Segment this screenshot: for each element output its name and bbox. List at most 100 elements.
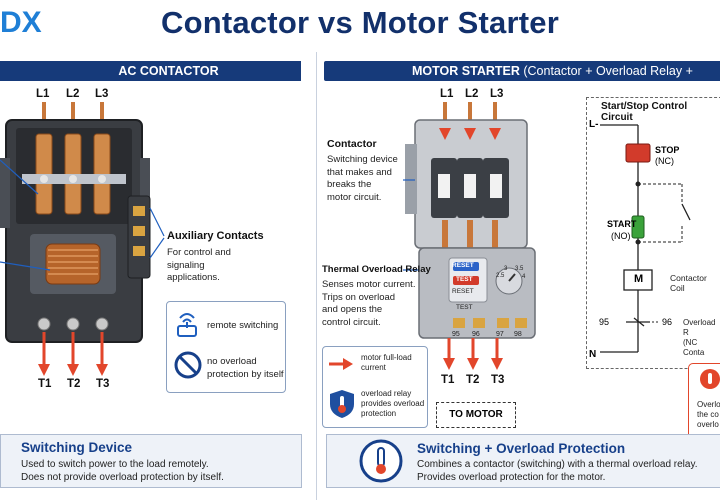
left-L2-label: L2 [66,88,80,100]
legend-line: motor full-load [361,353,412,362]
legend-line: current [361,363,386,372]
left-footer-text: Used to switch power to the load remotel… [21,458,224,484]
right-section-subtitle: (Contactor + Overload Relay + Control) [412,64,693,98]
legend-line: protection [361,409,397,418]
stop-label: STOP [655,145,680,155]
left-L1-label: L1 [36,88,50,100]
thermometer-shield-icon [330,390,354,418]
side-note-line: Overlo [697,400,720,409]
legend-box: motor full-load current overload relay p… [322,346,428,428]
legend-line: overload relay [361,389,412,398]
left-footer-title: Switching Device [21,440,133,455]
left-footer: Switching Device Used to switch power to… [0,434,302,488]
ac-contactor-illustration [0,102,165,376]
legend-protection-text: overload relay provides overload protect… [361,389,424,419]
left-T2-label: T2 [67,378,81,390]
left-section-title: AC CONTACTOR [118,64,219,78]
right-footer-line: Combines a contactor (switching) with a … [417,459,698,470]
relay-terminal-97: 97 [496,331,504,338]
right-T2-label: T2 [466,374,480,386]
legend-current-text: motor full-load current [361,353,412,373]
relay-desc-line: Trips on overload [322,291,396,303]
left-T1-label: T1 [38,378,52,390]
relay-test-button[interactable]: TEST [456,276,473,283]
motor-starter-illustration [403,102,536,370]
relay-dial-value: 2.5 [496,273,505,279]
side-note-text: Overlo the co overlo [697,400,720,430]
coil-label: Contactor Coil [670,273,707,293]
overload-relay-desc: Senses motor current. Trips on overload … [322,279,415,329]
neutral-N-label: N [589,349,597,360]
relay-dial-value: 3.5 [515,266,524,272]
relay-terminal-96: 96 [472,331,480,338]
contactor-info-box: remote switching no overload protection … [166,301,286,393]
right-section-title: MOTOR STARTER [412,64,520,78]
contactor-desc-line: breaks the [327,179,372,190]
relay-desc-line: Senses motor current. [322,279,416,290]
side-note-line: overlo [697,420,719,429]
coil-label-line: Contactor [670,273,707,283]
no-symbol-icon [174,351,202,379]
side-note-line: the co [697,410,719,419]
relay-terminal-95: 95 [452,331,460,338]
overload-relay-title: Thermal Overload Relay [322,264,431,275]
contactor-desc-line: motor circuit. [327,191,382,203]
left-section-bar: AC CONTACTOR [0,61,301,81]
aux-desc-line: applications. [167,272,220,283]
relay-terminal-98: 98 [514,331,522,338]
to-motor-box: TO MOTOR [436,402,516,428]
relay-dial-value: 3 [504,266,508,272]
overload-side-note: Overlo the co overlo [688,363,720,439]
remote-switching-text: remote switching [207,320,279,331]
contactor-desc-line: Switching device [327,154,398,165]
right-L3-label: L3 [490,88,504,100]
page-title: Contactor vs Motor Starter [161,5,559,40]
left-L3-label: L3 [95,88,109,100]
ol-desc-line: (NC Conta [683,338,705,357]
left-footer-line: Used to switch power to the load remotel… [21,459,209,470]
right-section-bar: MOTOR STARTER (Contactor + Overload Rela… [324,61,720,98]
contactor-title: Contactor [327,138,377,150]
aux-desc-line: For control and [167,247,231,258]
contactor-desc-line: that makes and [327,166,392,178]
coil-label-line: Coil [670,283,685,293]
relay-desc-line: control circuit. [322,316,381,328]
finger-press-icon [700,369,720,389]
ol-terminal-95: 95 [599,317,610,327]
ol-contact-desc: Overload R (NC Conta [683,318,720,358]
relay-test-caption: TEST [456,304,473,311]
no-overload-line: no overload [207,356,257,367]
right-footer-text: Combines a contactor (switching) with a … [417,458,698,484]
relay-reset-caption: RESET [452,288,474,295]
legend-line: provides overload [361,399,425,408]
control-circuit-title: Start/Stop Control Circuit [601,101,688,123]
no-overload-text: no overload protection by itself [207,356,284,381]
start-sub-label: (NO) [611,231,631,241]
right-T3-label: T3 [491,374,505,386]
remote-switch-icon [177,313,197,337]
line-L-label: L- [589,119,599,130]
coil-symbol: M [634,273,644,285]
right-footer: Switching + Overload Protection Combines… [326,434,720,488]
ol-desc-line: Overload R [683,318,716,337]
right-footer-line: Provides overload protection for the mot… [417,472,606,483]
aux-contacts-desc: For control and signaling applications. [167,247,231,285]
start-label: START [607,219,637,229]
stop-sub-label: (NC) [655,156,674,166]
right-L2-label: L2 [465,88,479,100]
left-footer-line: Does not provide overload protection by … [21,472,224,483]
relay-dial-value: 4 [522,274,526,280]
section-divider [316,52,317,500]
right-footer-title: Switching + Overload Protection [417,441,626,456]
relay-reset-button[interactable]: RESET [452,262,474,269]
thermometer-badge-icon [359,439,403,483]
ol-terminal-96: 96 [662,317,673,327]
brand-logo: DX [0,6,42,39]
red-arrow-icon [329,358,353,370]
contactor-desc: Switching device that makes and breaks t… [327,154,398,204]
control-circuit-schematic [600,124,691,353]
no-overload-line: protection by itself [207,368,284,380]
right-L1-label: L1 [440,88,454,100]
control-circuit-box [586,97,720,369]
left-T3-label: T3 [96,378,110,390]
